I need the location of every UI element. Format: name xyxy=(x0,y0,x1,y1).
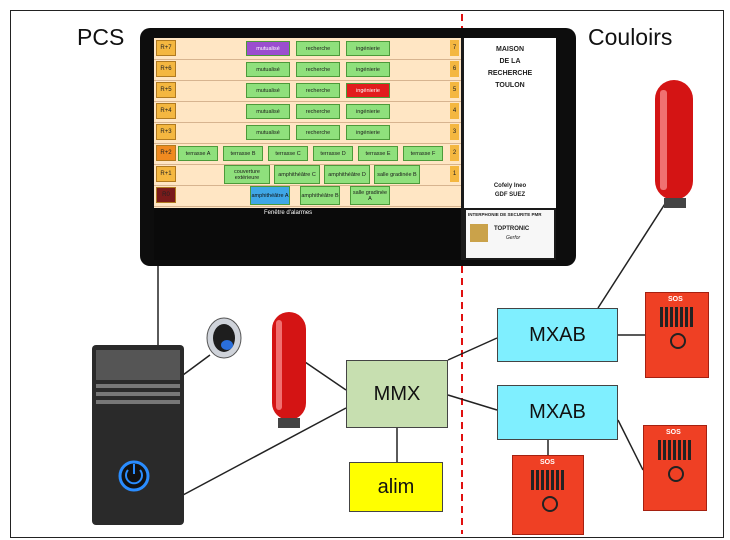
sos-keypad xyxy=(658,440,692,460)
room-cell: recherche xyxy=(296,83,340,98)
room-cell: amphithéâtre A xyxy=(250,186,290,205)
speaker-icon xyxy=(206,317,242,359)
room-cell: ingénierie xyxy=(346,104,390,119)
floor-tag: R+5 xyxy=(156,82,176,98)
site-title-line: TOULON xyxy=(495,82,525,89)
vendor-logo-icon xyxy=(470,224,488,242)
mxab-node-top: MXAB xyxy=(497,308,618,362)
sos-panel-top: SOS xyxy=(645,292,709,378)
sos-button-icon xyxy=(542,496,558,512)
vendor-logo-panel: INTERPHONIE DE SECURITE PMR TOPTRONIC Ge… xyxy=(466,210,554,258)
diagram-frame xyxy=(10,10,724,538)
mxab-node-bottom: MXAB xyxy=(497,385,618,440)
room-cell: amphithéâtre C xyxy=(274,165,320,184)
link-pc-mmx xyxy=(182,407,347,496)
interphone-label: INTERPHONIE DE SECURITE PMR xyxy=(468,212,542,217)
siren-icon xyxy=(655,80,693,208)
floor-tag: R+4 xyxy=(156,103,176,119)
floor-tag: R+6 xyxy=(156,61,176,77)
site-info-panel: MAISON DE LA RECHERCHE TOULON Cofely Ine… xyxy=(464,38,556,208)
link-pc-speaker xyxy=(182,354,211,376)
vendor-brand: TOPTRONIC xyxy=(494,226,530,232)
room-cell: recherche xyxy=(296,125,340,140)
room-cell: amphithéâtre B xyxy=(300,186,340,205)
link-siren-mmx xyxy=(304,361,347,391)
zone-label-pcs: PCS xyxy=(77,24,125,50)
room-cell: amphithéâtre D xyxy=(324,165,370,184)
room-cell: terrasse C xyxy=(268,146,308,161)
room-cell: salle gradinée B xyxy=(374,165,420,184)
floor-number: 5 xyxy=(450,82,459,98)
site-title-line: RECHERCHE xyxy=(487,70,533,77)
siren-icon xyxy=(272,312,306,428)
room-cell: ingénierie xyxy=(346,62,390,77)
room-cell: mutualisé xyxy=(246,104,290,119)
vendor-sub: Gerfor xyxy=(506,235,521,241)
floor-tag: R+1 xyxy=(156,166,176,182)
room-cell: recherche xyxy=(296,62,340,77)
floor-number: 3 xyxy=(450,124,459,140)
floor-row xyxy=(154,122,461,144)
floor-number: 6 xyxy=(450,61,459,77)
company-line: Cofely Ineo xyxy=(493,183,527,189)
pc-tower-icon xyxy=(92,345,184,525)
sos-label: SOS xyxy=(540,459,555,466)
room-cell: terrasse E xyxy=(358,146,398,161)
alarm-window: Fenêtre d'alarmes xyxy=(154,208,461,260)
floor-row xyxy=(154,38,461,60)
floor-row xyxy=(154,164,461,186)
sos-panel-right: SOS xyxy=(643,425,707,511)
room-cell: ingénierie xyxy=(346,41,390,56)
zone-label-couloirs: Couloirs xyxy=(588,24,673,50)
alim-node: alim xyxy=(349,462,443,512)
room-cell: mutualisé xyxy=(246,125,290,140)
room-cell: mutualisé xyxy=(246,83,290,98)
room-cell: terrasse A xyxy=(178,146,218,161)
sos-keypad xyxy=(531,470,565,490)
link-mmx-mxab-top xyxy=(447,337,498,361)
room-cell: couverture extérieure xyxy=(224,165,270,184)
floor-row xyxy=(154,143,461,165)
room-cell: terrasse F xyxy=(403,146,443,161)
sos-button-icon xyxy=(668,466,684,482)
sos-keypad xyxy=(660,307,694,327)
sos-button-icon xyxy=(670,333,686,349)
room-cell: mutualisé xyxy=(246,41,290,56)
floor-row xyxy=(154,80,461,102)
room-cell: recherche xyxy=(296,104,340,119)
room-cell: ingénierie xyxy=(346,83,390,98)
link-mxab-top-siren xyxy=(597,195,671,309)
link-mmx-mxab-bottom xyxy=(447,394,498,411)
company-line: GDF SUEZ xyxy=(494,192,526,198)
room-cell: salle gradinée A xyxy=(350,186,390,205)
sos-panel-bottom: SOS xyxy=(512,455,584,535)
sos-label: SOS xyxy=(666,429,681,436)
link-mxab-bottom-sos-right xyxy=(617,419,644,471)
room-cell: ingénierie xyxy=(346,125,390,140)
floor-number: 2 xyxy=(450,145,459,161)
floor-tag: R+2 xyxy=(156,145,176,161)
floor-tag: R0 xyxy=(156,187,176,203)
floor-number: 4 xyxy=(450,103,459,119)
room-cell: recherche xyxy=(296,41,340,56)
mmx-node: MMX xyxy=(346,360,448,428)
floor-tag: R+3 xyxy=(156,124,176,140)
floor-number: 7 xyxy=(450,40,459,56)
alarm-window-title: Fenêtre d'alarmes xyxy=(264,210,313,216)
floor-row xyxy=(154,185,461,207)
room-cell: terrasse D xyxy=(313,146,353,161)
site-title-line: MAISON xyxy=(496,46,524,53)
site-title-line: DE LA xyxy=(499,58,521,65)
room-cell: terrasse B xyxy=(223,146,263,161)
room-cell: mutualisé xyxy=(246,62,290,77)
floor-row xyxy=(154,59,461,81)
floor-number: 1 xyxy=(450,166,459,182)
floor-row xyxy=(154,101,461,123)
floor-tag: R+7 xyxy=(156,40,176,56)
sos-label: SOS xyxy=(668,296,683,303)
